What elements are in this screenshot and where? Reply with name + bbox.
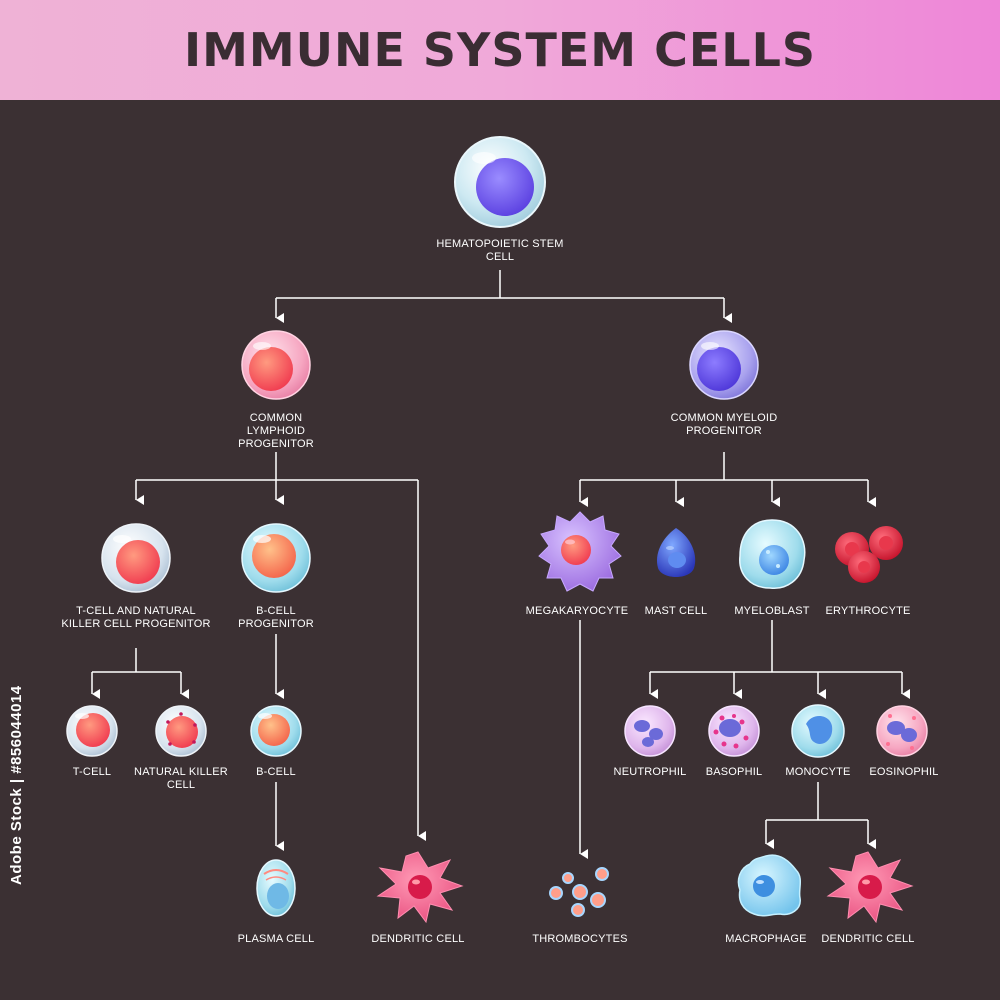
- dendritic-cell-lymphoid-icon: [376, 851, 464, 924]
- label-hematopoietic-stem-cell: HEMATOPOIETIC STEM CELL: [436, 238, 564, 263]
- natural-killer-cell-icon: [155, 705, 207, 757]
- title-banner: IMMUNE SYSTEM CELLS: [0, 0, 1000, 100]
- connector-lines: [91, 270, 910, 859]
- label-b-cell: B-CELL: [256, 766, 296, 778]
- label-mast-cell: MAST CELL: [644, 605, 708, 617]
- label-dendritic-cell-myeloid: DENDRITIC CELL: [821, 933, 915, 945]
- dendritic-cell-myeloid-icon: [826, 851, 914, 924]
- megakaryocyte-icon: [538, 511, 622, 592]
- neutrophil-icon: [624, 705, 676, 757]
- label-macrophage: MACROPHAGE: [725, 933, 807, 945]
- b-cell-progenitor-icon: [241, 523, 311, 593]
- label-natural-killer-cell: NATURAL KILLER CELL: [134, 766, 228, 791]
- mast-cell-icon: [656, 528, 696, 577]
- label-common-lymphoid-progenitor: COMMON LYMPHOID PROGENITOR: [238, 412, 314, 450]
- t-cell-icon: [66, 705, 118, 757]
- macrophage-icon: [737, 854, 802, 917]
- hematopoietic-stem-cell-icon: [454, 136, 546, 228]
- label-thrombocytes: THROMBOCYTES: [532, 933, 628, 945]
- thrombocytes-icon: [549, 867, 609, 917]
- stock-watermark: Adobe Stock | #856044014: [8, 685, 25, 885]
- erythrocyte-icon: [835, 526, 903, 583]
- connector-tnk-split: [92, 648, 181, 673]
- page-title: IMMUNE SYSTEM CELLS: [183, 23, 817, 77]
- label-basophil: BASOPHIL: [705, 766, 763, 778]
- tnk-progenitor-icon: [101, 523, 171, 593]
- label-eosinophil: EOSINOPHIL: [869, 766, 939, 778]
- label-tnk-progenitor: T-CELL AND NATURAL KILLER CELL PROGENITO…: [61, 605, 211, 630]
- basophil-icon: [708, 705, 760, 757]
- b-cell-icon: [250, 705, 302, 757]
- myeloblast-icon: [739, 519, 806, 589]
- label-b-cell-progenitor: B-CELL PROGENITOR: [238, 605, 314, 630]
- label-myeloblast: MYELOBLAST: [734, 605, 810, 617]
- monocyte-icon: [791, 704, 845, 758]
- connector-myeloblast-split: [650, 620, 902, 673]
- label-plasma-cell: PLASMA CELL: [237, 933, 315, 945]
- label-common-myeloid-progenitor: COMMON MYELOID PROGENITOR: [670, 412, 778, 437]
- eosinophil-icon: [876, 705, 928, 757]
- connector-hsc-split: [276, 270, 724, 299]
- label-erythrocyte: ERYTHROCYTE: [825, 605, 911, 617]
- label-t-cell: T-CELL: [72, 766, 112, 778]
- plasma-cell-icon: [256, 859, 296, 917]
- common-lymphoid-progenitor-icon: [241, 330, 311, 400]
- label-dendritic-cell-lymphoid: DENDRITIC CELL: [371, 933, 465, 945]
- connector-cmp-split: [580, 452, 868, 481]
- label-megakaryocyte: MEGAKARYOCYTE: [525, 605, 629, 617]
- label-neutrophil: NEUTROPHIL: [613, 766, 687, 778]
- connector-clp-split: [136, 452, 418, 481]
- label-monocyte: MONOCYTE: [785, 766, 851, 778]
- common-myeloid-progenitor-icon: [689, 330, 759, 400]
- connector-monocyte-split: [766, 782, 868, 821]
